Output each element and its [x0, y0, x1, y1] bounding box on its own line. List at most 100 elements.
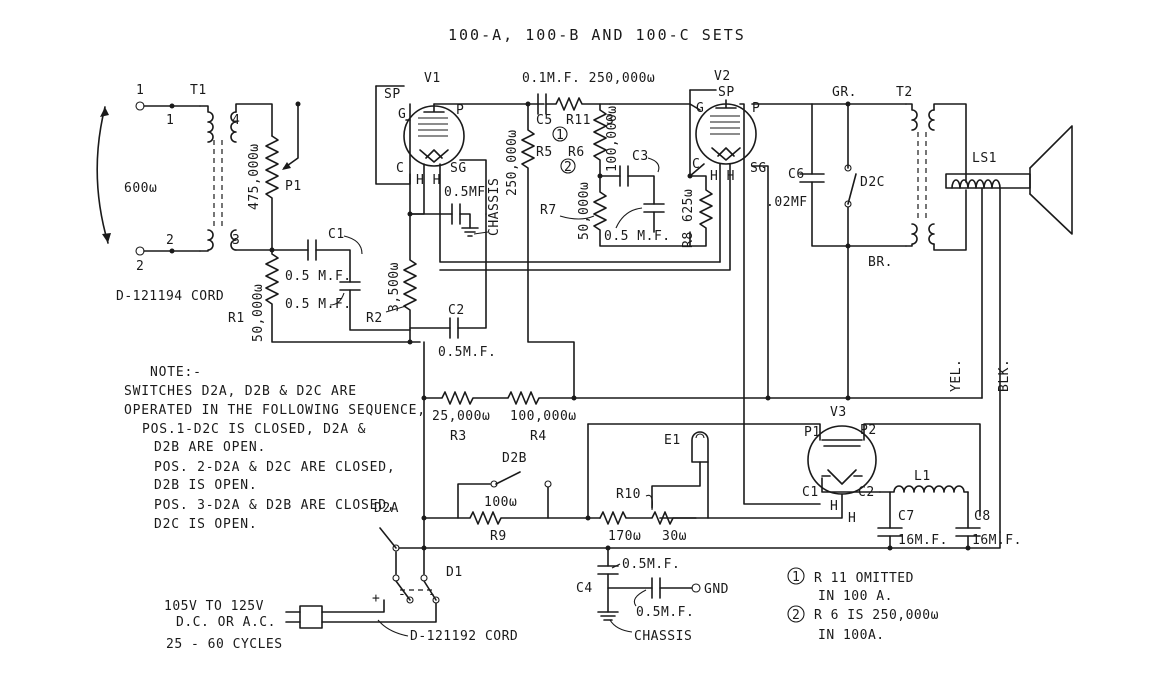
- impedance-label: 600ω: [124, 181, 157, 196]
- r2-section: 3,500ω R2: [366, 103, 417, 345]
- c3-label: C3: [632, 149, 649, 164]
- output-section: C6 .02MF GR. D2C BR. T2: [766, 85, 967, 399]
- r2-label: R2: [366, 311, 383, 326]
- footnotes: 1 R 11 OMITTED IN 100 A. 2 R 6 IS 250,00…: [787, 567, 939, 643]
- input-cord-label: D-121194 CORD: [116, 289, 224, 304]
- c6-value: .02MF: [766, 195, 808, 210]
- r5-label: R5: [536, 145, 553, 160]
- blk-label: BLK.: [997, 359, 1012, 392]
- e1-label: E1: [664, 433, 681, 448]
- v2-c-label: C: [692, 157, 700, 172]
- note-line-7: POS. 3-D2A & D2B ARE CLOSED,: [154, 498, 396, 513]
- r6-footnote-mark: 2: [564, 160, 572, 175]
- v2-p-label: P: [752, 101, 760, 116]
- r4-label: R4: [530, 429, 547, 444]
- minus-label-a: -: [398, 587, 406, 602]
- v1-label: V1: [424, 71, 441, 86]
- t1-pin-2: 2: [166, 233, 174, 248]
- minus-label-b: -: [428, 587, 436, 602]
- v3-label: V3: [830, 405, 847, 420]
- r10-label: R10: [616, 487, 641, 502]
- r9-value: 100ω: [484, 495, 517, 510]
- footnote-1-mark: 1: [792, 570, 800, 585]
- ls1-label: LS1: [972, 151, 997, 166]
- br-label: BR.: [868, 255, 893, 270]
- c1-value-b: 0.5 M.F.: [285, 297, 352, 312]
- c1-value-a: 0.5 M.F.: [285, 269, 352, 284]
- c5-r11-value: 0.1M.F. 250,000ω: [522, 71, 655, 86]
- v1-c-label: C: [396, 161, 404, 176]
- c4-section: 0.5M.F. C4 GND 0.5M.F. CHASSIS: [576, 545, 728, 644]
- input-section: 1 2 600ω D-121194 CORD T1 1 2 3 4: [96, 83, 273, 304]
- c5-label: C5: [536, 113, 553, 128]
- t1-secondary-winding: [230, 111, 237, 251]
- v3-p2-label: P2: [860, 423, 877, 438]
- v3-rectifier: V3 P1 P2 C1 C2 H H: [587, 405, 981, 526]
- r9-label: R9: [490, 529, 507, 544]
- note-heading: NOTE:-: [150, 365, 202, 380]
- t2-primary-winding: [905, 103, 918, 247]
- t1-pin-1: 1: [166, 113, 174, 128]
- l1-label: L1: [914, 469, 931, 484]
- note-line-5: POS. 2-D2A & D2C ARE CLOSED,: [154, 460, 396, 475]
- v3-c1-label: C1: [802, 485, 819, 500]
- r10-value-a: 170ω: [608, 529, 641, 544]
- v1-p-label: P: [456, 103, 464, 118]
- p1-potentiometer: 475,000ω P1: [247, 101, 301, 251]
- r11-footnote-mark: 1: [556, 128, 564, 143]
- r6-label: R6: [568, 145, 585, 160]
- c2-value: 0.5M.F.: [438, 345, 496, 360]
- footnote-1-line-1: R 11 OMITTED: [814, 571, 914, 586]
- v1-g-label: G: [398, 107, 406, 122]
- v1-chassis-label: CHASSIS: [487, 178, 502, 236]
- r3-r4-section: 25,000ω R3 100,000ω R4: [421, 341, 983, 549]
- v1-sp-label: SP: [384, 87, 401, 102]
- supply-plug: [299, 605, 323, 629]
- note-line-6: D2B IS OPEN.: [154, 478, 258, 493]
- v2-hh-label: H H: [710, 169, 735, 184]
- r11-label: R11: [566, 113, 591, 128]
- gr-label: GR.: [832, 85, 857, 100]
- v2-sg-label: SG: [750, 161, 767, 176]
- heater-string: D2B 100ω R9 R10 170ω 30ω E1: [421, 423, 709, 544]
- v3-h1-label: H: [830, 499, 838, 514]
- note-line-3: POS.1-D2C IS CLOSED, D2A &: [142, 422, 366, 437]
- chassis-label: CHASSIS: [634, 629, 692, 644]
- plus-label: +: [372, 591, 380, 606]
- r3-value: 25,000ω: [432, 409, 490, 424]
- interstage-section: 0.1M.F. 250,000ω C5 R11 1 R5 250,000ω 3 …: [505, 71, 655, 399]
- v3-h2-label: H: [848, 511, 856, 526]
- note-line-2: OPERATED IN THE FOLLOWING SEQUENCE,: [124, 403, 426, 418]
- input-terminal-1: [135, 101, 145, 111]
- t2-label: T2: [896, 85, 913, 100]
- c2-section: C2 0.5M.F.: [409, 213, 496, 360]
- r1-label: R1: [228, 311, 245, 326]
- footnote-2-mark: 2: [792, 608, 800, 623]
- c7-value: 16M.F.: [898, 533, 948, 548]
- ls1-loudspeaker: LS1 YEL. BLK.: [945, 125, 1073, 533]
- v1-screen-bypass: 0.5MF CHASSIS: [409, 178, 502, 237]
- footnote-2-line-1: R 6 IS 250,000ω: [814, 608, 939, 623]
- footnote-2-line-2: IN 100A.: [818, 628, 885, 643]
- d2b-label: D2B: [502, 451, 527, 466]
- v1-cap-label: 0.5MF: [444, 185, 486, 200]
- v3-p1-label: P1: [804, 425, 821, 440]
- r6-num-label: 3: [606, 113, 614, 128]
- v2-sp-label: SP: [718, 85, 735, 100]
- supply-voltage-label: 105V TO 125V: [164, 599, 264, 614]
- v2-label: V2: [714, 69, 731, 84]
- r1-value: 50,000ω: [251, 284, 266, 342]
- r2-value: 3,500ω: [387, 262, 402, 312]
- r7-c3-section: C3 50,000ω R7 0.5 M.F.: [540, 149, 691, 247]
- r1-c1-section: 50,000ω R1 C1 0.5 M.F. 0.5 M.F.: [228, 227, 421, 343]
- c1-label: C1: [328, 227, 345, 242]
- note-line-4: D2B ARE OPEN.: [154, 440, 266, 455]
- d1-label: D1: [446, 565, 463, 580]
- r8-section: R8 625ω: [681, 173, 713, 248]
- r-475k-label: 475,000ω: [247, 143, 262, 210]
- c6-label: C6: [788, 167, 805, 182]
- r3-label: R3: [450, 429, 467, 444]
- v1-sg-label: SG: [450, 161, 467, 176]
- c8-value: 16M.F.: [972, 533, 1022, 548]
- r10-value-b: 30ω: [662, 529, 687, 544]
